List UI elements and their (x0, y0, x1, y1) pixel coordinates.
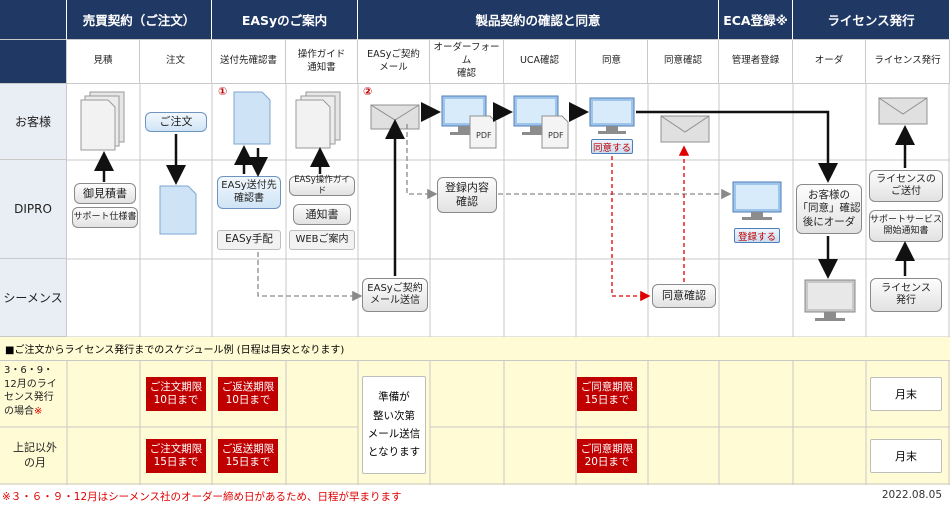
pdf-label-2: PDF (548, 131, 564, 140)
getsumatsu-b: 月末 (870, 439, 942, 473)
web-annai-box: WEBご案内 (289, 230, 355, 250)
sub-admin: 管理者登録 (719, 40, 793, 84)
schedule-row-a-label: 3・6・9・ 12月のライ センス発行 の場合※ (4, 364, 66, 424)
b-doui-deadline: ご同意期限 20日まで (577, 439, 637, 473)
sub-doui-kakunin: 同意確認 (648, 40, 719, 84)
monitor-icon (589, 97, 635, 134)
okyaku-doui-box: お客様の 「同意」確認 後にオーダ (796, 184, 862, 234)
lane-customer: お客様 (0, 84, 67, 160)
corner-cell (0, 0, 67, 40)
b-chumon-deadline: ご注文期限 15日まで (146, 439, 206, 473)
license-hakko-box: ライセンス 発行 (870, 278, 942, 312)
gochumon-box: ご注文 (145, 112, 207, 132)
schedule-grid (0, 361, 950, 485)
document-stack-icon-2 (295, 91, 341, 149)
easy-tehai-box: EASy手配 (217, 230, 281, 250)
sub-uca: UCA確認 (504, 40, 576, 84)
envelope-icon-2 (660, 115, 710, 143)
mail-note-box: 準備が 整い次第 メール送信 となります (362, 376, 426, 474)
gomitsumori-box: 御見積書 (74, 183, 136, 204)
toroku-kakunin-box: 登録内容 確認 (437, 177, 497, 213)
support-start-box: サポートサービス 開始通知書 (869, 210, 943, 242)
a-henso-deadline: ご返送期限 10日まで (218, 377, 278, 411)
document-blue-icon (233, 91, 271, 145)
sub-mitsumori: 見積 (67, 40, 140, 84)
monitor-icon-2 (732, 181, 782, 220)
sub-chumon: 注文 (140, 40, 212, 84)
sub-doui: 同意 (576, 40, 648, 84)
computer-pdf-icon: PDF (441, 95, 497, 149)
step-1-mark: ① (218, 85, 228, 98)
header-license: ライセンス発行 (793, 0, 950, 40)
getsumatsu-a: 月末 (870, 377, 942, 411)
support-spec-box: サポート仕様書 (72, 207, 138, 228)
sub-sofusaki: 送付先確認書 (212, 40, 286, 84)
b-henso-deadline: ご返送期限 15日まで (218, 439, 278, 473)
schedule-row-b-label: 上記以外 の月 (13, 441, 57, 470)
header-product-agreement: 製品契約の確認と同意 (358, 0, 719, 40)
corner-cell-2 (0, 40, 67, 84)
toroku-suru-button[interactable]: 登録する (734, 228, 780, 243)
sub-license-issue: ライセンス発行 (866, 40, 950, 84)
header-eca: ECA登録※ (719, 0, 793, 40)
step-2-mark: ② (363, 85, 373, 98)
footer-note: ※３・６・９・12月はシーメンス社のオーダー締め日があるため、日程が早まります (2, 491, 402, 503)
sub-order: オーダ (793, 40, 866, 84)
sub-easy-mail: EASyご契約 メール (358, 40, 430, 84)
document-blue-icon-2 (159, 185, 197, 235)
schedule-title: ■ご注文からライセンス発行までのスケジュール例 (日程は目安となります) (0, 337, 950, 361)
a-doui-deadline: ご同意期限 15日まで (577, 377, 637, 411)
row-a-mark: ※ (34, 405, 43, 417)
sub-guide: 操作ガイド 通知書 (286, 40, 358, 84)
server-monitor-icon (804, 279, 856, 321)
row-a-label-text: 3・6・9・ 12月のライ センス発行 の場合 (4, 365, 57, 417)
sub-order-form: オーダーフォーム 確認 (430, 40, 504, 84)
license-sofu-box: ライセンスの ご送付 (869, 170, 943, 202)
easy-mail-box: EASyご契約 メール送信 (362, 278, 428, 312)
easy-addr-box: EASy送付先 確認書 (217, 176, 281, 209)
flow-arrows (94, 102, 915, 302)
doui-kakunin-box: 同意確認 (652, 284, 716, 308)
footer-date: 2022.08.05 (881, 489, 942, 501)
header-sales-contract: 売買契約（ご注文） (67, 0, 212, 40)
document-stack-icon (80, 91, 125, 151)
lane-dipro: DIPRO (0, 160, 67, 259)
a-chumon-deadline: ご注文期限 10日まで (146, 377, 206, 411)
header-easy-guide: EASyのご案内 (212, 0, 358, 40)
computer-pdf-icon-2: PDF (513, 95, 569, 149)
envelope-icon-3 (878, 97, 928, 125)
lane-siemens: シーメンス (0, 259, 67, 337)
pdf-label: PDF (476, 131, 492, 140)
doui-suru-button[interactable]: 同意する (591, 139, 633, 154)
tsuchisho-box: 通知書 (293, 204, 351, 225)
easy-guide-box: EASy操作ガイド (289, 175, 355, 196)
